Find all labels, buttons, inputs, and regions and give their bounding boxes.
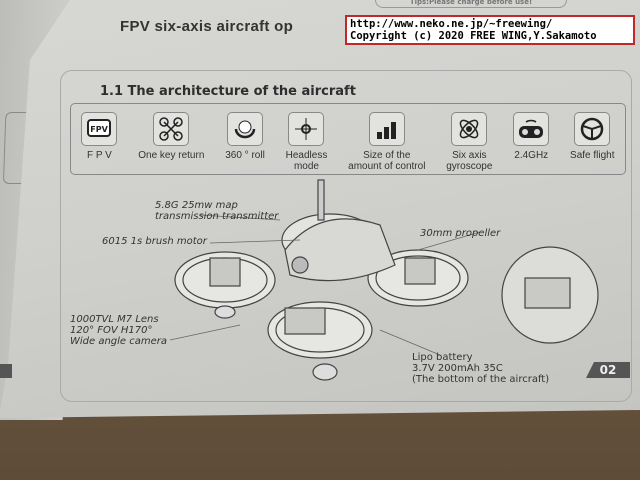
- remote-controller-icon: [513, 112, 550, 146]
- feature-label: F P V: [86, 150, 112, 161]
- feature-label: 360 ° roll: [225, 150, 265, 161]
- copyright-watermark: http://www.neko.ne.jp/~freewing/ Copyrig…: [345, 15, 635, 45]
- feature-2-4ghz: 2.4GHz: [513, 112, 550, 161]
- fpv-screen-icon: FPV: [81, 112, 118, 146]
- steering-wheel-icon: [574, 112, 611, 146]
- page-number: 02: [586, 362, 630, 378]
- feature-label: Six axis: [452, 150, 487, 161]
- feature-label-line2: mode: [293, 161, 319, 172]
- feature-safe-flight: Safe flight: [570, 112, 615, 161]
- feature-label: Headless: [285, 150, 328, 161]
- left-page-tab: [0, 364, 12, 378]
- bar-levels-icon: [368, 112, 405, 146]
- feature-fpv: FPV F P V: [81, 112, 118, 161]
- callout-lines: [169, 214, 481, 356]
- feature-bar: FPV F P V One key return 360 ° roll Head…: [70, 103, 626, 175]
- feature-label: 2.4GHz: [514, 150, 549, 161]
- section-title: 1.1 The architecture of the aircraft: [100, 84, 356, 99]
- feature-one-key-return: One key return: [138, 112, 204, 161]
- drone-illustration: [169, 179, 599, 381]
- svg-text:FPV: FPV: [91, 125, 109, 134]
- feature-control-amount: Size of the amount of control: [348, 112, 425, 172]
- watermark-url: http://www.neko.ne.jp/~freewing/: [350, 18, 553, 30]
- feature-360-roll: 360 ° roll: [225, 112, 265, 161]
- feature-six-axis-gyroscope: Six axis gyroscope: [446, 112, 492, 172]
- feature-label: Safe flight: [570, 150, 615, 161]
- compass-headless-icon: [288, 112, 325, 146]
- quadcopter-return-icon: [153, 112, 190, 146]
- roll-360-icon: [227, 112, 263, 146]
- canopy: [284, 218, 396, 282]
- feature-label-line2: amount of control: [348, 161, 426, 172]
- section-frame: [60, 70, 632, 402]
- camera-lens: [291, 256, 309, 274]
- gyroscope-icon: [451, 112, 488, 146]
- feature-label: One key return: [138, 150, 205, 161]
- feature-label-line2: gyroscope: [446, 161, 493, 172]
- watermark-copyright: Copyright (c) 2020 FREE WING,Y.Sakamoto: [350, 30, 597, 42]
- antenna: [317, 179, 325, 221]
- feature-label: Size of the: [363, 150, 411, 161]
- page-header-title: FPV six-axis aircraft op: [120, 18, 294, 35]
- feature-headless-mode: Headless mode: [285, 112, 328, 172]
- callout-motor: 6015 1s brush motor: [102, 236, 207, 247]
- callout-propeller: 30mm propeller: [420, 228, 501, 239]
- battery: [524, 277, 571, 309]
